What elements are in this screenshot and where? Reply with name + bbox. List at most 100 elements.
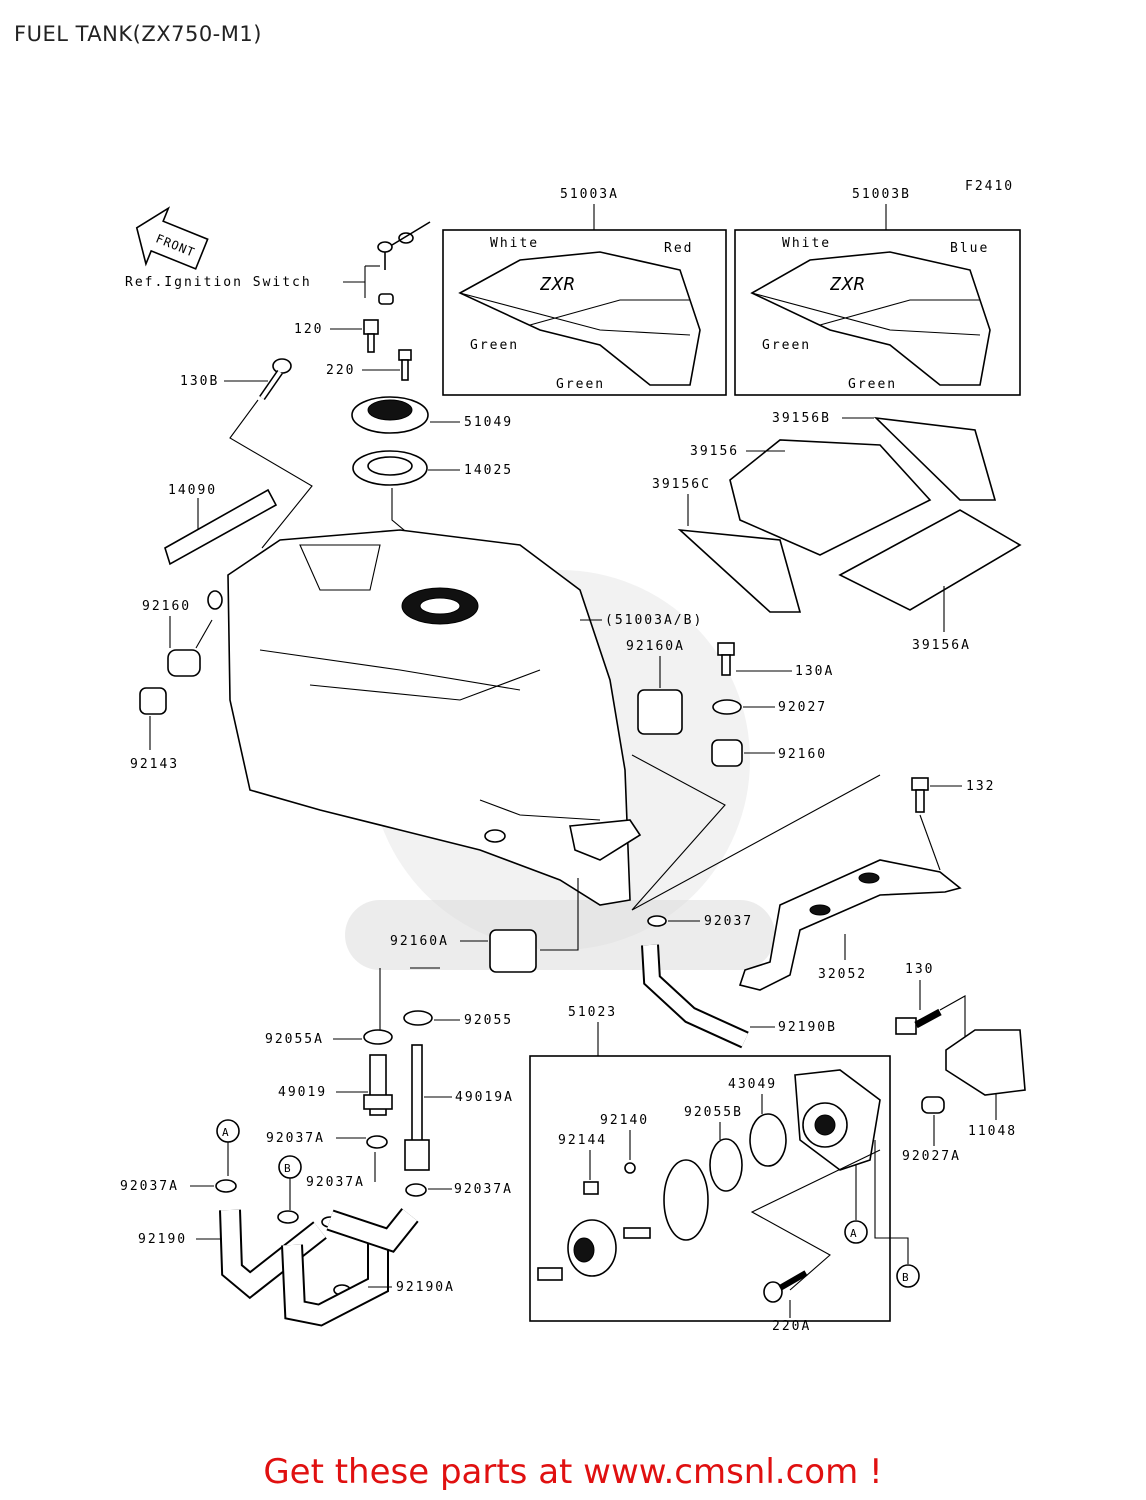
- marker-b-right: B: [896, 1264, 920, 1288]
- screw-220-icon: [398, 349, 412, 381]
- decal-panel-51003a: ZXR White Red Green Green: [442, 229, 727, 396]
- label-14025: 14025: [464, 463, 513, 478]
- parts-diagram: F2410 FRONT Ref.Ignition Switch 120 220 …: [120, 179, 1026, 1334]
- fuel-tank-icon: [207, 529, 642, 906]
- label-92055a: 92055A: [265, 1032, 324, 1047]
- label-92160a-bottom: 92160A: [390, 934, 449, 949]
- label-92037a-3: 92037A: [306, 1175, 365, 1190]
- label-92037a-4: 92037A: [454, 1182, 513, 1197]
- bolt-130a-icon: [717, 642, 735, 676]
- o-ring-92055a-icon: [363, 1029, 393, 1045]
- lever-knob-icon: [537, 1219, 651, 1281]
- washer-92027-icon: [712, 699, 742, 715]
- strainer-49019-icon: [363, 1054, 393, 1116]
- svg-text:B: B: [284, 1162, 291, 1175]
- label-220a: 220A: [772, 1319, 811, 1334]
- label-92140: 92140: [600, 1113, 649, 1128]
- damper-92160a-bottom-icon: [489, 929, 537, 973]
- fuel-cock-51023-icon: [794, 1069, 881, 1171]
- decal-b-white: White: [782, 236, 831, 251]
- label-51049: 51049: [464, 415, 513, 430]
- label-92190: 92190: [138, 1232, 187, 1247]
- label-51003b: 51003B: [852, 187, 911, 202]
- plate-icon: [663, 1159, 709, 1241]
- label-92037a-1: 92037A: [120, 1179, 179, 1194]
- label-39156: 39156: [690, 444, 739, 459]
- front-arrow-icon: FRONT: [135, 206, 209, 270]
- decal-a-green-bottom: Green: [556, 377, 605, 392]
- bolt-132-icon: [911, 777, 929, 813]
- spring-92144-icon: [583, 1181, 599, 1195]
- label-130b: 130B: [180, 374, 219, 389]
- hose-92190b-icon: [641, 944, 749, 1049]
- label-220: 220: [326, 363, 355, 378]
- label-130a: 130A: [795, 664, 834, 679]
- decal-a-white: White: [490, 236, 539, 251]
- label-51003a: 51003A: [560, 187, 619, 202]
- figure-code: F2410: [965, 179, 1014, 194]
- label-132: 132: [966, 779, 995, 794]
- label-92160a-top: 92160A: [626, 639, 685, 654]
- bolt-120-icon: [363, 319, 379, 353]
- decal-a-logo: ZXR: [539, 274, 576, 295]
- label-39156c: 39156C: [652, 477, 711, 492]
- label-32052: 32052: [818, 967, 867, 982]
- marker-b-left: B: [278, 1155, 302, 1179]
- screw-220a-icon: [763, 1270, 808, 1303]
- ball-92140-icon: [624, 1162, 636, 1174]
- marker-a-left: A: [216, 1119, 240, 1143]
- strip-14090-icon: [164, 488, 278, 566]
- bolt-130-icon: [895, 1008, 942, 1035]
- label-92037a-2: 92037A: [266, 1131, 325, 1146]
- bracket-11048-icon: [945, 1029, 1026, 1096]
- bolt-130b-icon: [259, 358, 292, 400]
- label-92055b: 92055B: [684, 1105, 743, 1120]
- decal-b-blue: Blue: [950, 241, 989, 256]
- fuel-cock-box: [529, 1055, 891, 1322]
- hose-92190-icon: [219, 1209, 327, 1300]
- decal-a-green-left: Green: [470, 338, 519, 353]
- label-43049: 43049: [728, 1077, 777, 1092]
- collar-92027a-icon: [921, 1096, 945, 1114]
- label-92143: 92143: [130, 757, 179, 772]
- knee-pads-39156-icon: [677, 416, 1022, 613]
- label-92027a: 92027A: [902, 1149, 961, 1164]
- marker-a-right: A: [844, 1220, 868, 1244]
- label-92055: 92055: [464, 1013, 513, 1028]
- label-49019a: 49019A: [455, 1090, 514, 1105]
- label-11048: 11048: [968, 1124, 1017, 1139]
- label-92160-right: 92160: [778, 747, 827, 762]
- label-92190a: 92190A: [396, 1280, 455, 1295]
- grommet-92143-icon: [139, 687, 167, 715]
- label-92027: 92027: [778, 700, 827, 715]
- label-92037: 92037: [704, 914, 753, 929]
- decal-a-red: Red: [664, 241, 693, 256]
- footer-link[interactable]: Get these parts at www.cmsnl.com !: [263, 1452, 883, 1492]
- o-ring-92055b-icon: [709, 1138, 743, 1192]
- bracket-32052-icon: [738, 859, 962, 991]
- filler-cap-51049-icon: [351, 396, 429, 434]
- damper-92160-right-icon: [711, 739, 743, 767]
- damper-92160-left-icon: [167, 649, 201, 677]
- decal-b-green-left: Green: [762, 338, 811, 353]
- label-130: 130: [905, 962, 934, 977]
- label-14090: 14090: [168, 483, 217, 498]
- label-120: 120: [294, 322, 323, 337]
- label-39156b: 39156B: [772, 411, 831, 426]
- label-49019: 49019: [278, 1085, 327, 1100]
- clip-92037-icon: [647, 915, 667, 927]
- ref-ignition-label: Ref.Ignition Switch: [125, 275, 312, 290]
- label-92144: 92144: [558, 1133, 607, 1148]
- decal-panel-51003b: ZXR White Blue Green Green: [734, 229, 1021, 396]
- label-51023: 51023: [568, 1005, 617, 1020]
- svg-text:B: B: [902, 1271, 909, 1284]
- label-39156a: 39156A: [912, 638, 971, 653]
- o-ring-92055-icon: [403, 1010, 433, 1026]
- gasket-43049-icon: [749, 1113, 787, 1167]
- label-51003ab: (51003A/B): [605, 613, 703, 628]
- damper-92160a-top-icon: [637, 689, 683, 735]
- page-title: FUEL TANK(ZX750-M1): [14, 22, 262, 46]
- svg-text:A: A: [850, 1227, 857, 1240]
- ignition-key-icon: [377, 221, 431, 305]
- decal-b-logo: ZXR: [829, 274, 866, 295]
